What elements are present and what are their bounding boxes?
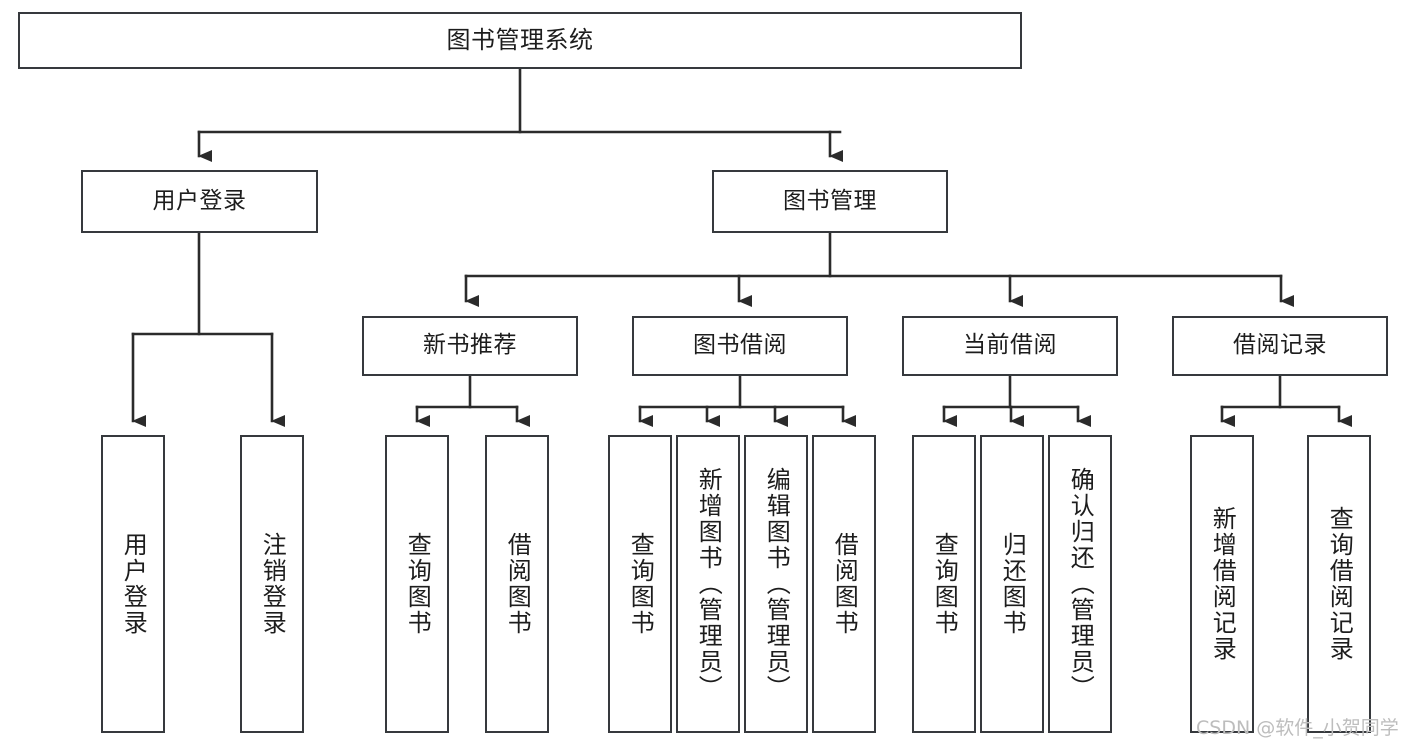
leaf-edit-book-admin[interactable]: 编辑图书（管理员） xyxy=(744,435,808,733)
node-label: 用户登录 xyxy=(152,187,247,214)
node-borrow-record[interactable]: 借阅记录 xyxy=(1172,316,1388,376)
node-label: 新增借阅记录 xyxy=(1208,506,1237,662)
node-label: 归还图书 xyxy=(998,532,1027,636)
node-label: 图书管理 xyxy=(783,187,877,214)
leaf-add-book-admin[interactable]: 新增图书（管理员） xyxy=(676,435,740,733)
leaf-query-borrow-record[interactable]: 查询借阅记录 xyxy=(1307,435,1371,733)
node-label: 借阅图书 xyxy=(503,532,532,636)
leaf-logout-login[interactable]: 注销登录 xyxy=(240,435,304,733)
leaf-user-login[interactable]: 用户登录 xyxy=(101,435,165,733)
node-label: 查询图书 xyxy=(626,532,655,636)
node-label: 注销登录 xyxy=(258,532,287,636)
node-label: 新增图书（管理员） xyxy=(694,467,723,701)
node-label: 编辑图书（管理员） xyxy=(762,467,791,701)
node-label: 图书借阅 xyxy=(693,332,787,359)
node-label: 当前借阅 xyxy=(963,332,1057,359)
leaf-query-book-borrow[interactable]: 查询图书 xyxy=(608,435,672,733)
leaf-query-book-recommend[interactable]: 查询图书 xyxy=(385,435,449,733)
node-label: 查询图书 xyxy=(403,532,432,636)
node-root-book-management-system[interactable]: 图书管理系统 xyxy=(18,12,1022,69)
node-user-login[interactable]: 用户登录 xyxy=(81,170,318,233)
node-label: 借阅记录 xyxy=(1233,332,1327,359)
leaf-borrow-book[interactable]: 借阅图书 xyxy=(812,435,876,733)
node-new-book-recommend[interactable]: 新书推荐 xyxy=(362,316,578,376)
leaf-return-book[interactable]: 归还图书 xyxy=(980,435,1044,733)
node-label: 确认归还（管理员） xyxy=(1066,467,1095,701)
leaf-confirm-return-admin[interactable]: 确认归还（管理员） xyxy=(1048,435,1112,733)
node-book-management[interactable]: 图书管理 xyxy=(712,170,948,233)
node-label: 查询借阅记录 xyxy=(1325,506,1354,662)
leaf-add-borrow-record[interactable]: 新增借阅记录 xyxy=(1190,435,1254,733)
leaf-query-book-current[interactable]: 查询图书 xyxy=(912,435,976,733)
node-label: 查询图书 xyxy=(930,532,959,636)
node-label: 借阅图书 xyxy=(830,532,859,636)
leaf-borrow-book-recommend[interactable]: 借阅图书 xyxy=(485,435,549,733)
node-book-borrow[interactable]: 图书借阅 xyxy=(632,316,848,376)
csdn-watermark: CSDN @软件_小贺同学 xyxy=(1196,717,1399,739)
node-current-borrow[interactable]: 当前借阅 xyxy=(902,316,1118,376)
node-label: 用户登录 xyxy=(119,532,148,636)
node-label: 图书管理系统 xyxy=(446,26,594,55)
node-label: 新书推荐 xyxy=(423,332,517,359)
